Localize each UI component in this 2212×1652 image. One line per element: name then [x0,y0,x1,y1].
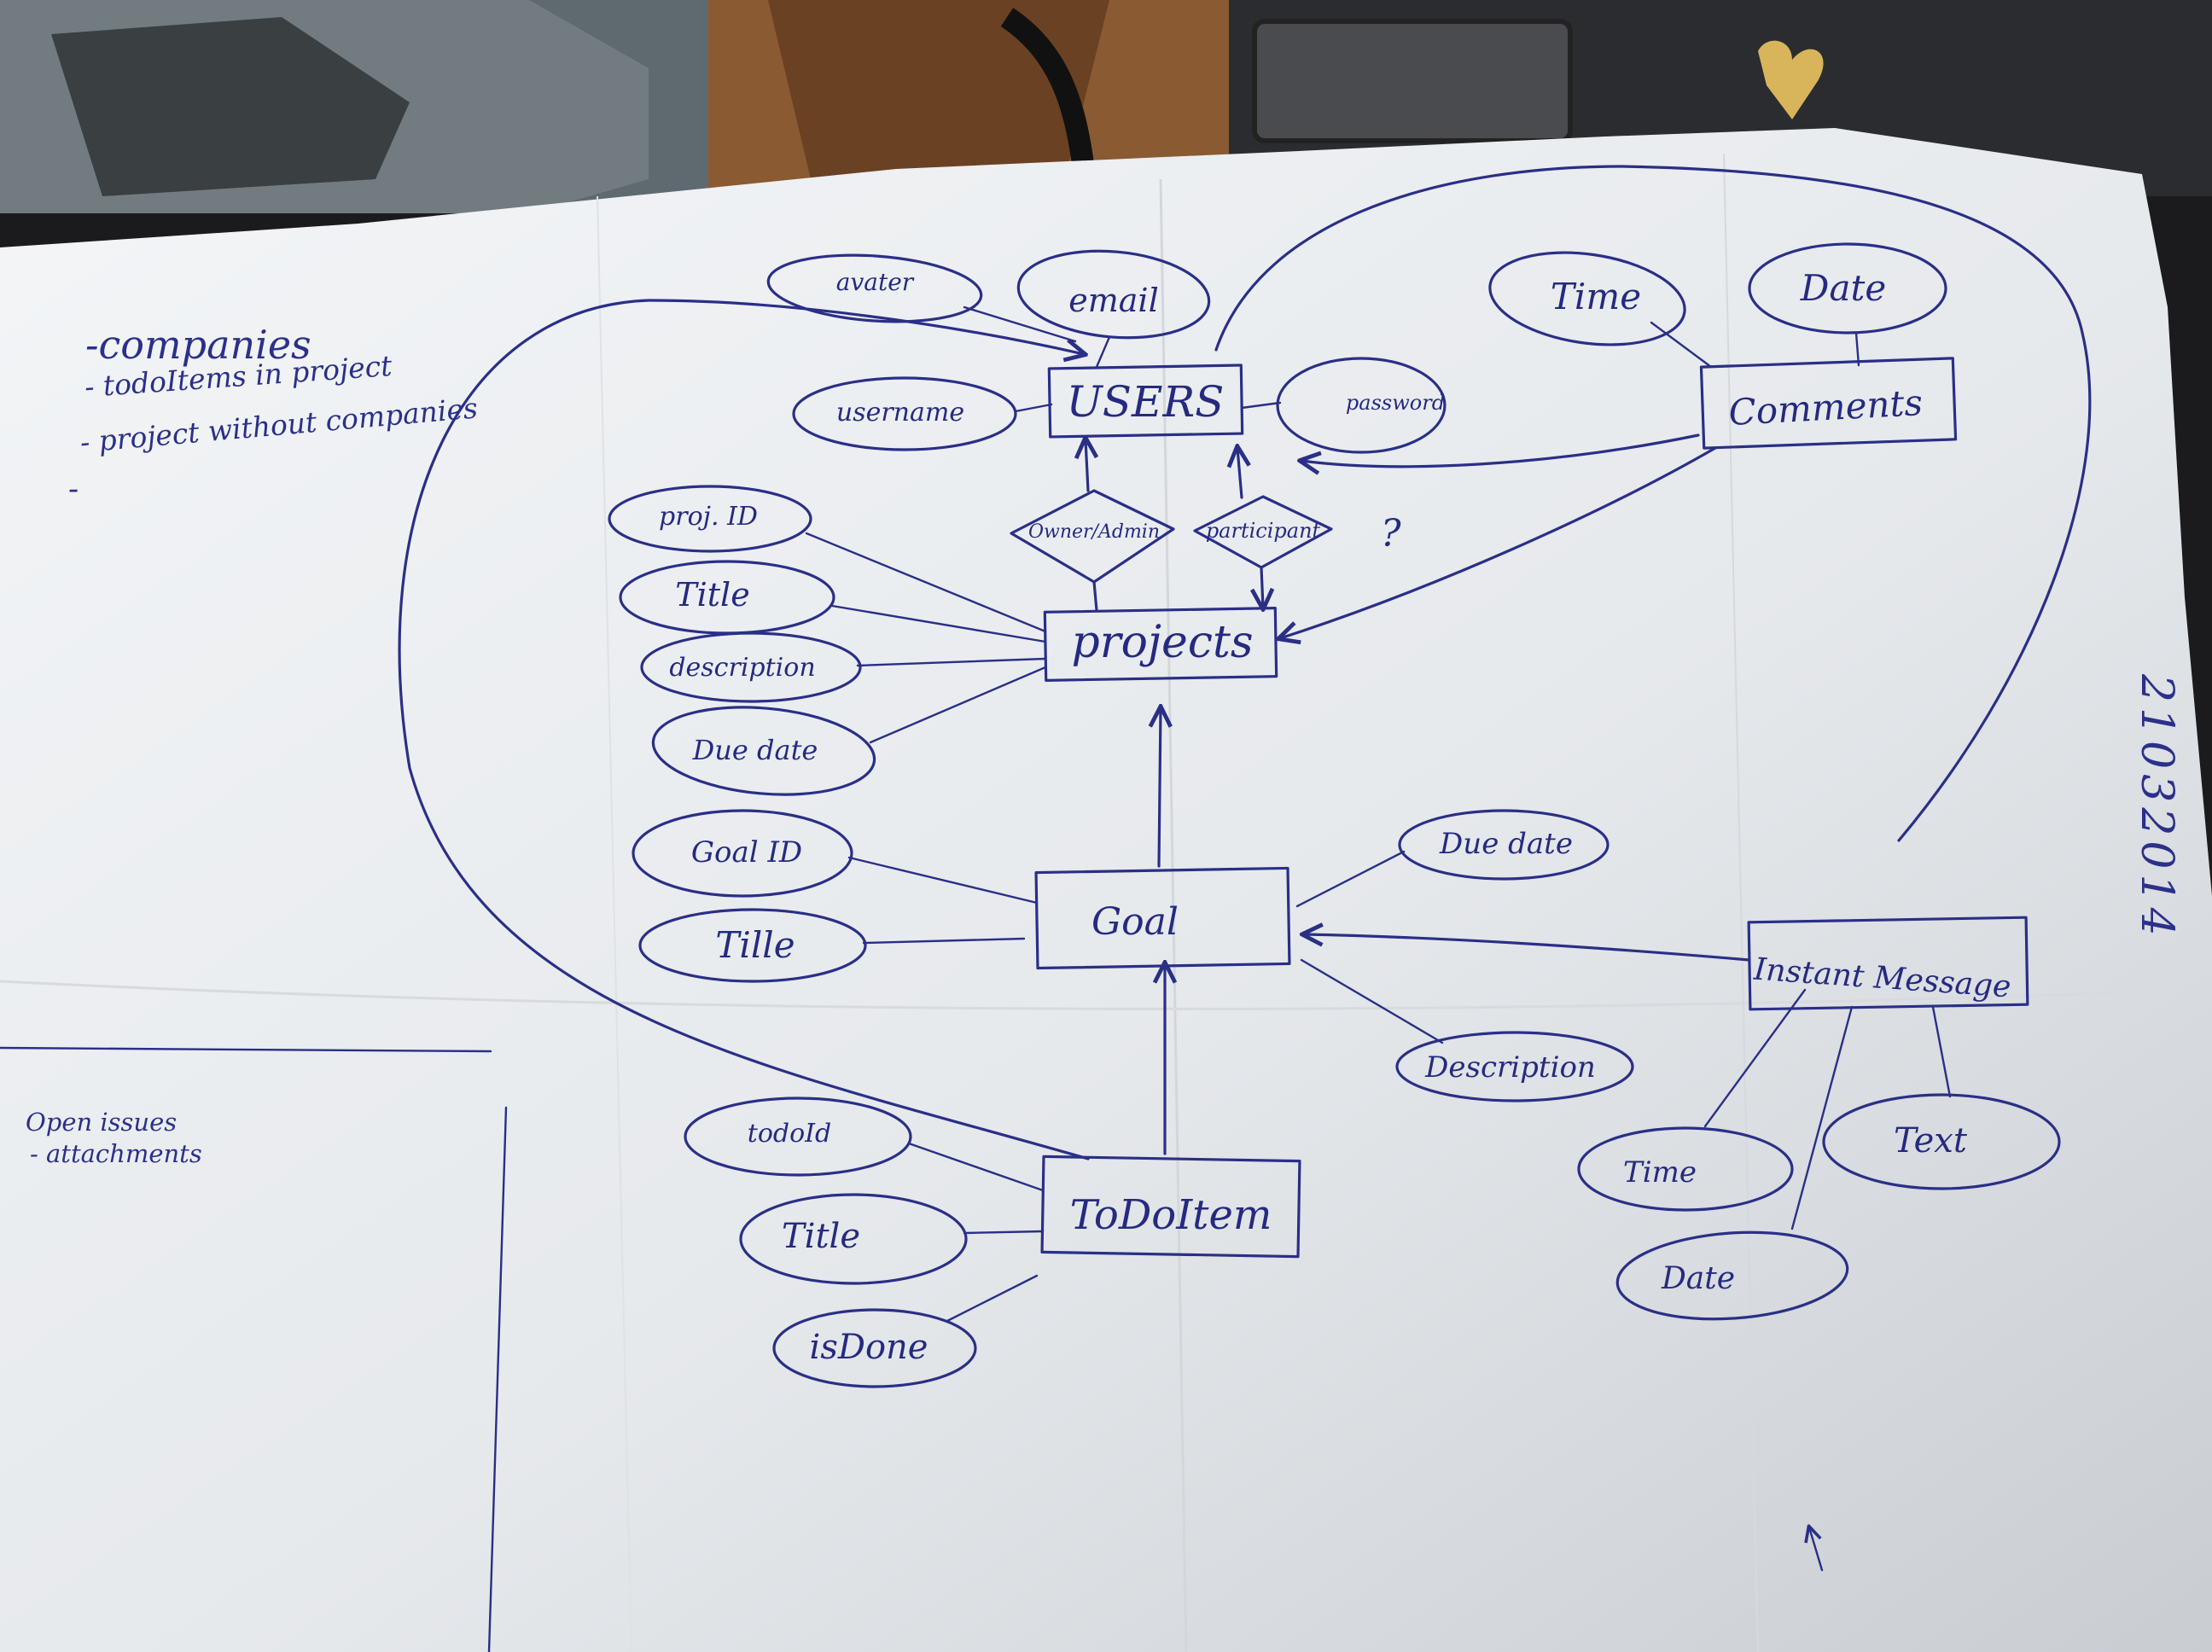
instant-message-attributes: Time Date Text [1577,1093,2061,1321]
attr-is-done: isDone [810,1328,928,1367]
entity-comments: Comments [1699,357,1958,450]
attr-message-date: Date [1661,1261,1735,1296]
attr-comment-time: Time [1551,276,1641,317]
goal-label: Goal [1091,900,1179,944]
todo-item-label: ToDoItem [1070,1191,1272,1239]
open-issues-box: Open issues - attachments [0,1046,508,1652]
entity-projects: projects [1043,607,1278,682]
connectors [805,305,1952,1572]
goal-attributes: Goal ID Tille Due date Description [632,809,1634,1102]
entity-todo-item: ToDoItem [1040,1155,1301,1259]
date-stamp: 21032014 [2131,673,2182,941]
note-line-1: -companies [85,322,311,368]
projects-label: projects [1071,617,1253,668]
attr-message-time: Time [1623,1155,1697,1190]
open-issues-item: - attachments [30,1139,202,1168]
question-mark: ? [1381,512,1401,556]
attr-goal-due-date: Due date [1439,827,1573,861]
attr-project-due-date: Due date [692,734,818,766]
attr-project-title: Title [675,576,749,614]
paper-sheet [0,128,2212,1652]
participant-label: participant [1206,519,1321,543]
attr-project-description: description [669,653,815,683]
relationship-participant: participant [1193,495,1333,569]
attr-message-text: Text [1894,1121,1968,1160]
connector-curves [398,165,2092,1160]
comments-label: Comments [1727,381,1924,433]
users-attributes: avater email username password [766,249,1447,454]
attr-goal-id: Goal ID [691,835,802,870]
projects-attributes: proj. ID Title description Due date [608,485,876,796]
attr-username: username [836,398,964,428]
attr-goal-title: Tille [715,924,795,966]
todo-attributes: todoId Title isDone [684,1096,977,1388]
entity-users: USERS [1047,364,1244,439]
attr-todo-id: todoId [748,1119,831,1149]
attr-password: password [1346,391,1445,415]
comments-attributes: Time Date [1488,242,1947,346]
note-line-4: - [68,472,79,507]
attr-email: email [1068,282,1158,319]
attr-todo-title: Title [782,1217,860,1256]
entity-goal: Goal [1034,866,1291,970]
owner-admin-label: Owner/Admin [1028,521,1160,543]
users-label: USERS [1067,377,1225,427]
attr-comment-date: Date [1800,267,1886,309]
open-issues-title: Open issues [26,1108,177,1137]
attr-proj-id: proj. ID [659,502,758,532]
attr-goal-description: Description [1424,1050,1596,1085]
attr-avater: avater [836,268,915,296]
